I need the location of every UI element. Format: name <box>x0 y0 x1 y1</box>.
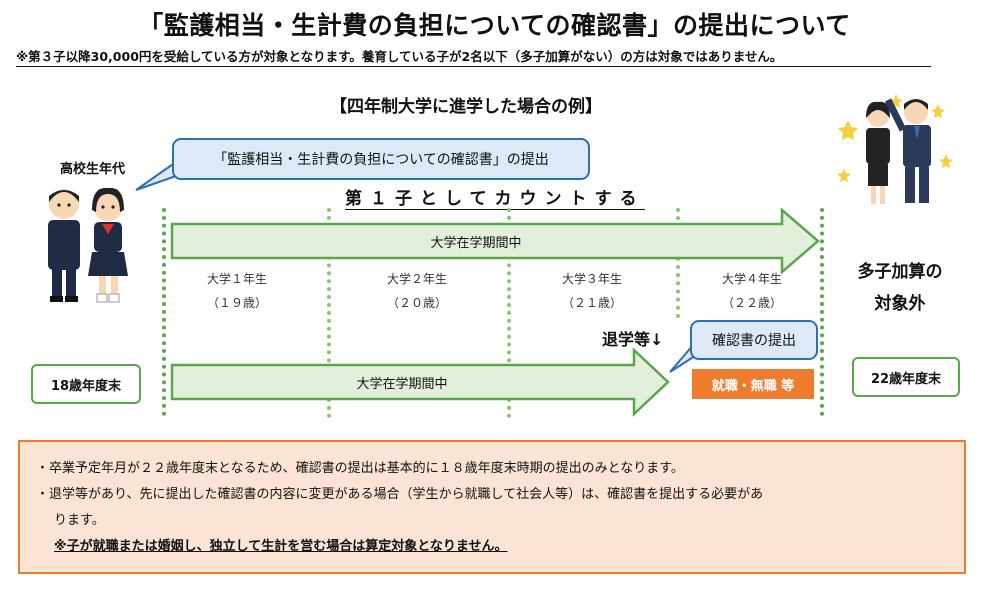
year-2-grade: 大学２年生 <box>386 272 447 286</box>
note-line-1: ・卒業予定年月が２２歳年度末となるため、確認書の提出は基本的に１８歳年度末時期の… <box>36 461 684 476</box>
callout-confirmation-submit: 確認書の提出 <box>690 320 818 360</box>
year-3-age: （２１歳） <box>561 296 622 310</box>
out-of-scope-label: 多子加算の 対象外 <box>840 256 960 320</box>
callout-submit-confirmation: 「監護相当・生計費の負担についての確認書」の提出 <box>172 138 590 180</box>
year-4-grade: 大学４年生 <box>721 272 782 286</box>
timeline-divider-year2 <box>327 208 331 418</box>
note-line-4: ※子が就職または婚姻し、独立して生計を営む場合は算定対象となりません。 <box>54 539 508 554</box>
year-1-age: （１９歳） <box>206 296 267 310</box>
out-of-scope-line-2: 対象外 <box>874 294 926 314</box>
example-subtitle: 【四年制大学に進学した場合の例】 <box>330 97 602 117</box>
timeline-divider-end <box>820 208 824 416</box>
page-title: 「監護相当・生計費の負担についての確認書」の提出について <box>138 11 851 40</box>
year-3-grade: 大学３年生 <box>561 272 622 286</box>
university-period-arrow-top <box>170 208 820 274</box>
employment-badge: 就職・無職 等 <box>692 369 814 399</box>
withdrawal-label: 退学等↓ <box>602 330 664 349</box>
university-period-label-bottom: 大学在学期間中 <box>356 377 448 392</box>
end-of-fiscal-year-18-box: 18歳年度末 <box>31 364 141 404</box>
notes-box: ・卒業予定年月が２２歳年度末となるため、確認書の提出は基本的に１８歳年度末時期の… <box>18 440 966 574</box>
highschool-label: 高校生年代 <box>60 162 126 177</box>
year-1-grade: 大学１年生 <box>206 272 267 286</box>
timeline-divider-start <box>162 208 166 416</box>
students-illustration-icon <box>48 187 128 303</box>
timeline-divider-year4 <box>676 208 680 318</box>
eligibility-note: ※第３子以降30,000円を受給している方が対象となります。養育している子が2名… <box>16 46 931 67</box>
note-line-3: ります。 <box>54 513 105 528</box>
count-as-first-child-label: 第１子としてカウントする <box>345 184 645 210</box>
university-period-label-top: 大学在学期間中 <box>430 236 522 251</box>
note-line-2: ・退学等があり、先に提出した確認書の内容に変更がある場合（学生から就職して社会人… <box>36 487 764 502</box>
university-period-arrow-bottom <box>170 348 670 417</box>
year-4-age: （２２歳） <box>721 296 782 310</box>
timeline-divider-year3 <box>507 208 511 418</box>
out-of-scope-line-1: 多子加算の <box>857 262 943 282</box>
end-of-fiscal-year-22-box: 22歳年度末 <box>852 357 960 397</box>
celebrating-adults-illustration-icon <box>838 94 953 204</box>
year-2-age: （２０歳） <box>386 296 447 310</box>
